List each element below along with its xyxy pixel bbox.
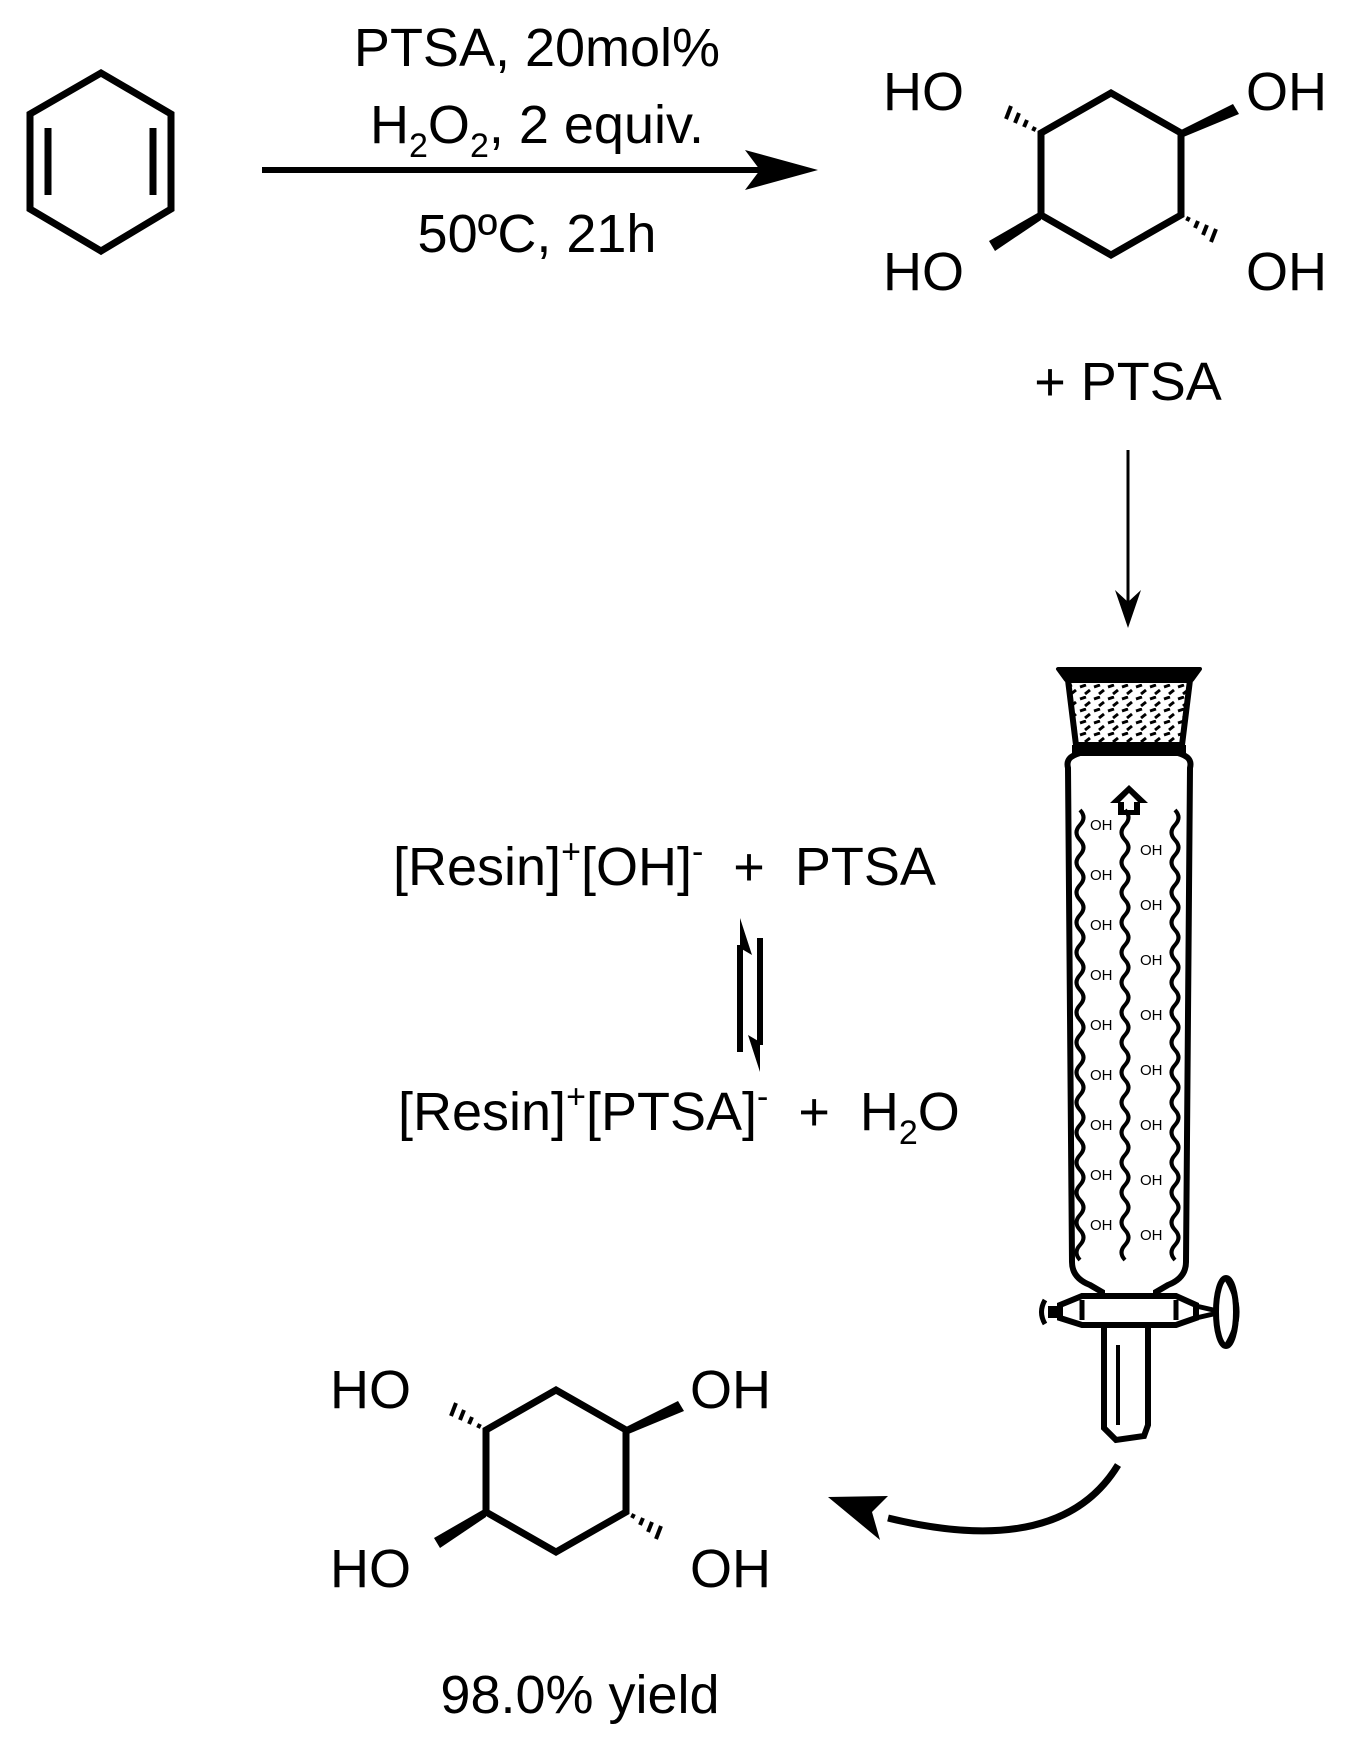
- equilibrium-arrows: [737, 918, 763, 1072]
- resin-oh-label: OH: [1090, 1167, 1113, 1184]
- resin-oh-groups: OH OH OH OH OH OH OH OH OH OH OH OH OH OH OH OH OH: [1090, 817, 1163, 1244]
- equilibrium-top: [Resin]+[OH]- + PTSA: [393, 833, 936, 897]
- resin-oh-label: OH: [1090, 1017, 1113, 1034]
- resin-oh-label: OH: [1090, 867, 1113, 884]
- resin-oh-label: OH: [1140, 1172, 1163, 1189]
- temperature-time-condition: 50ºC, 21h: [418, 204, 657, 264]
- curved-arrow: [828, 1463, 1121, 1540]
- tetraol-structure-top: HO OH HO OH: [883, 62, 1327, 302]
- resin-oh-label: OH: [1140, 952, 1163, 969]
- frit-stopper: [1064, 677, 1194, 748]
- yield-label: 98.0% yield: [440, 1665, 719, 1725]
- oh-label: HO: [883, 242, 964, 302]
- oh-label: HO: [883, 62, 964, 122]
- resin-column: OH OH OH OH OH OH OH OH OH OH OH OH OH OH OH OH OH: [1039, 667, 1240, 1444]
- catalyst-condition: PTSA, 20mol%: [354, 18, 720, 78]
- resin-chain: [1169, 808, 1181, 1262]
- equilibrium-bottom: [Resin]+[PTSA]- + H2O: [398, 1078, 960, 1152]
- stopcock: [1039, 1275, 1240, 1349]
- oh-label: HO: [330, 1360, 411, 1420]
- reaction-arrow: [262, 150, 818, 190]
- resin-oh-label: OH: [1140, 1117, 1163, 1134]
- oh-label: OH: [690, 1539, 771, 1599]
- resin-chain: [1119, 808, 1131, 1262]
- resin-oh-label: OH: [1090, 967, 1113, 984]
- cyclohexadiene-structure: [26, 68, 175, 256]
- oh-label: OH: [1246, 62, 1327, 122]
- resin-oh-label: OH: [1140, 1062, 1163, 1079]
- resin-oh-label: OH: [1090, 1217, 1113, 1234]
- oxidant-condition: H2O2, 2 equiv.: [370, 95, 704, 165]
- resin-chain: [1074, 808, 1086, 1262]
- resin-chains: [1074, 808, 1181, 1262]
- resin-oh-label: OH: [1090, 817, 1113, 834]
- oh-label: OH: [690, 1360, 771, 1420]
- oh-label: OH: [1246, 242, 1327, 302]
- byproduct-label: + PTSA: [1034, 352, 1222, 412]
- resin-oh-label: OH: [1140, 842, 1163, 859]
- tetraol-structure-final: HO OH HO OH: [330, 1360, 771, 1599]
- oh-label: HO: [330, 1539, 411, 1599]
- resin-oh-label: OH: [1090, 917, 1113, 934]
- resin-oh-label: OH: [1140, 897, 1163, 914]
- down-arrow: [1115, 450, 1141, 628]
- resin-oh-label: OH: [1140, 1007, 1163, 1024]
- resin-oh-label: OH: [1090, 1117, 1113, 1134]
- flow-arrow-icon: [1110, 785, 1148, 815]
- resin-oh-label: OH: [1140, 1227, 1163, 1244]
- resin-oh-label: OH: [1090, 1067, 1113, 1084]
